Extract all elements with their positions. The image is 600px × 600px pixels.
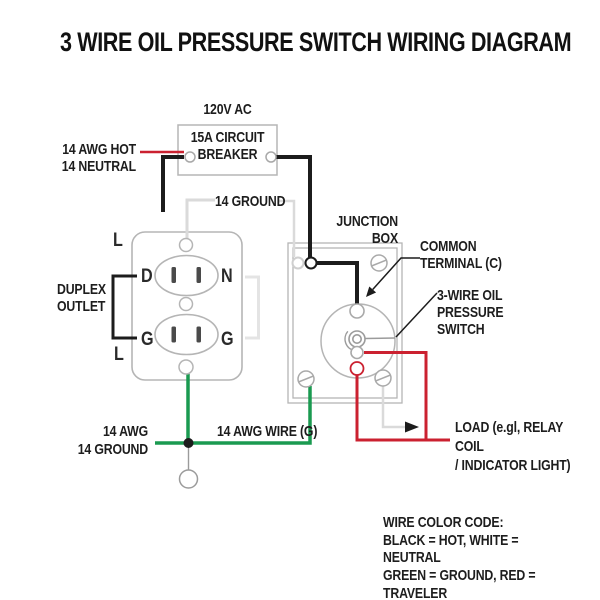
ground-label-top: 14 GROUND [215, 193, 286, 210]
terminal-letter-l-top: L [113, 230, 123, 251]
outlet-screw-middle [178, 296, 194, 312]
load-label: LOAD (e.gl, RELAY COIL / INDICATOR LIGHT… [455, 419, 571, 474]
ground-leader-junction [278, 199, 296, 257]
ground-wire-label: 14 AWG WIRE (G) [217, 423, 318, 440]
neutral-wire-load [381, 386, 406, 429]
duplex-outlet-bracket [111, 274, 137, 340]
awg-ground-label: 14 AWG 14 GROUND [77, 423, 148, 458]
feed-label: 14 AWG HOT 14 NEUTRAL [61, 141, 136, 176]
receptacle-top [154, 254, 219, 297]
voltage-label: 120V AC [203, 101, 252, 118]
wire-junction-dot [183, 438, 194, 448]
ground-wire [155, 373, 312, 445]
junction-box-label: JUNCTION BOX [336, 213, 398, 248]
breaker-label: 15A CIRCUIT BREAKER [190, 129, 265, 164]
slot-bottom-left [171, 326, 176, 343]
circuit-breaker-box [177, 124, 278, 176]
terminal-letter-g-right: G [221, 329, 234, 350]
red-wire-to-load [355, 374, 450, 442]
breaker-terminal-right [265, 151, 277, 163]
common-terminal-leader [372, 257, 420, 291]
slot-top-right [196, 267, 201, 283]
hot-wire-left [161, 155, 184, 212]
neutral-bracket [245, 275, 260, 340]
slot-top-left [171, 267, 176, 283]
ground-symbol-icon [178, 469, 199, 489]
screw-top-right-icon [370, 254, 388, 272]
hot-entry-node [304, 256, 318, 270]
hot-wire-in-box [315, 261, 359, 305]
common-terminal-label: COMMON TERMINAL (C) [420, 238, 502, 273]
breaker-terminal-left [184, 151, 196, 163]
terminal-letter-g-left: G [141, 329, 154, 350]
common-terminal-arrow-icon [366, 286, 377, 297]
terminal-letter-n: N [221, 266, 233, 287]
screw-bottom-left-icon [297, 370, 315, 388]
wire-color-code: WIRE COLOR CODE: BLACK = HOT, WHITE = NE… [383, 514, 536, 600]
screw-bottom-right-icon [374, 369, 392, 387]
neutral-wire-outlet [185, 198, 215, 238]
terminal-4 [349, 361, 365, 376]
ground-entry-node [291, 256, 305, 270]
outlet-screw-top [178, 237, 194, 253]
terminal-letter-d: D [141, 266, 153, 287]
switch-label-leader [395, 292, 438, 338]
switch-label: 3-WIRE OIL PRESSURE SWITCH [437, 287, 504, 339]
load-arrow-icon [405, 421, 419, 433]
red-wire-terminal-3 [364, 351, 428, 440]
switch-terminal-leader [364, 337, 396, 340]
terminal-letter-l-bottom: L [114, 344, 124, 365]
hot-wire-to-junction [276, 155, 312, 258]
outlet-screw-bottom [178, 359, 194, 375]
slot-bottom-right [196, 326, 201, 343]
terminal-common [349, 303, 365, 319]
receptacle-bottom [154, 313, 219, 356]
page-title: 3 WIRE OIL PRESSURE SWITCH WIRING DIAGRA… [60, 27, 572, 57]
terminal-3 [350, 345, 364, 360]
duplex-outlet-label: DUPLEX OUTLET [57, 281, 106, 316]
